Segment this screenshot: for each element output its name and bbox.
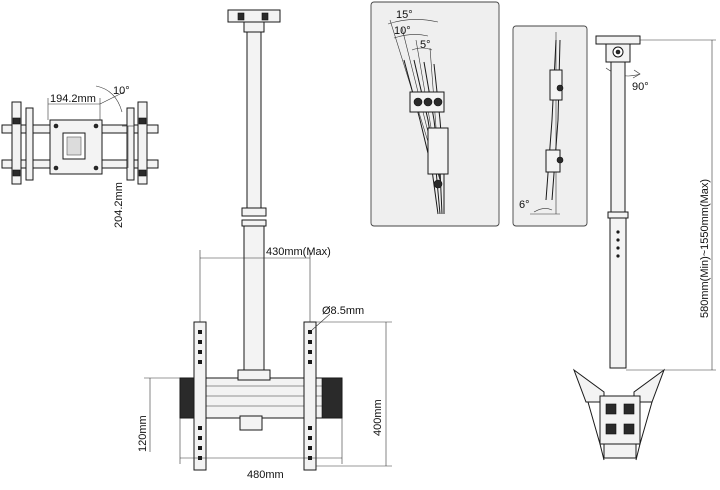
vesa-angle-label: 10° [113,85,130,97]
ceiling-bracket [243,21,265,33]
plate-screw [53,165,59,171]
tilt-15-label: 15° [396,9,413,21]
tilt-detail-panel-2: 6° [512,25,588,227]
side-pole-collar [607,211,629,219]
upper-pole [246,31,262,213]
bracket-knob [556,84,564,92]
bracket-spacing-label: 430mm(Max) [266,246,331,258]
bracket-upper-block [549,69,563,101]
vesa-plate-detail: 194.2mm 10° 204.2mm [1,85,159,228]
vesa-height-label: 204.2mm [113,182,125,228]
swivel-angle-label: 90° [632,81,649,93]
plate-screw [53,123,59,129]
side-tilt-knob [623,423,635,435]
tilt-arc-5 [411,47,433,51]
rail-width-label: 480mm [247,469,284,481]
side-upper-pole [610,61,626,213]
rail-end-cap-right [321,377,343,419]
hinge-knob [413,97,423,107]
right-clamp-knob-bottom [138,169,147,177]
right-clamp-knob-top [138,117,147,125]
side-bottom-block [603,443,637,459]
pole-collar [241,207,267,217]
arm-slot-holes [198,330,312,460]
swivel-arrow [632,69,641,79]
side-ceiling-plate [595,35,641,45]
side-pole-holes [616,230,620,258]
lower-knob [433,179,443,189]
ceiling-bolt [237,12,245,21]
tilted-bracket [545,39,557,201]
right-clamp-inner [126,107,135,181]
side-lower-pole [609,217,627,369]
tilt-arc-10 [393,34,429,39]
front-view: 430mm(Max) Ø8.5mm 400mm 120mm 480mm [137,9,392,481]
panel-frame [512,25,588,227]
arm-height-label: 400mm [372,399,384,436]
rail-center-block [237,369,271,381]
left-clamp-knob-bottom [12,169,21,177]
rail-height-label: 120mm [137,415,149,452]
bracket-knob [556,156,564,164]
plate-window-inner [66,136,82,156]
rail-lock-block [239,415,263,431]
tilted-bracket [551,39,561,201]
lower-pole [243,225,265,372]
ceiling-bolt [261,12,269,21]
left-clamp-inner [25,107,34,181]
hinge-knob [423,97,433,107]
tilt-5-label: 5° [420,39,431,51]
tilt-10-label: 10° [394,25,411,37]
tilt-6-arc [533,208,553,213]
plate-screw [93,123,99,129]
angle-ray [99,91,125,105]
pole-length-label: 580mm(Min)~1550mm(Max) [699,179,711,318]
side-tilt-housing [599,395,641,445]
side-tilt-knob [623,403,635,415]
ceiling-plate [227,9,281,23]
side-tilt-knob [605,423,617,435]
swivel-pin [615,49,621,55]
right-clamp-outer [137,101,148,185]
tilt-arc-15 [387,19,439,25]
tilt-6-label: 6° [519,199,530,211]
side-right-bracket [635,401,653,461]
left-clamp-knob-top [12,117,21,125]
side-view: 90° 580mm(Min)~1550mm(Max) [572,35,716,461]
vesa-angle-arc [95,85,123,113]
hole-diameter-label: Ø8.5mm [322,305,364,317]
tilt-detail-panel-1: 15° 10° 5° [370,1,500,227]
vesa-width-label: 194.2mm [50,93,96,105]
side-tilt-knob [605,403,617,415]
plate-screw [93,165,99,171]
tilt-plate [427,127,449,175]
side-left-bracket [587,401,605,461]
pole-collar [241,219,267,227]
left-clamp-outer [11,101,22,185]
hinge-knob [433,97,443,107]
tilted-arm [403,59,439,215]
